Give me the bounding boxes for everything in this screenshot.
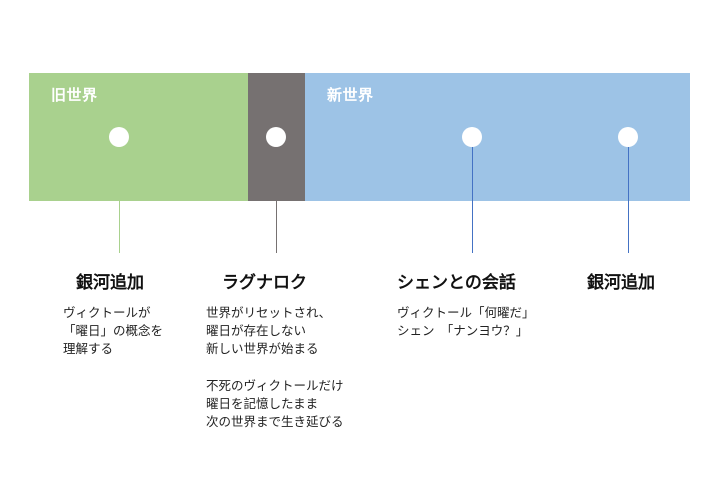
event-description-shen-conversation: ヴィクトール「何曜だ」 シェン 「ナンヨウ？」 bbox=[397, 304, 535, 340]
event-marker-shen-conversation bbox=[462, 127, 482, 147]
desc-line: ヴィクトール「何曜だ」 bbox=[397, 305, 535, 320]
connector-line-shen-conversation bbox=[472, 147, 473, 253]
desc-line: 不死のヴィクトールだけ bbox=[206, 378, 344, 393]
desc-line: 曜日が存在しない bbox=[206, 323, 307, 338]
desc-line: 新しい世界が始まる bbox=[206, 341, 319, 356]
desc-line: 「曜日」の概念を bbox=[63, 323, 164, 338]
connector-line-ragnarok bbox=[276, 147, 277, 253]
event-title-galaxy-added-2: 銀河追加 bbox=[587, 273, 655, 293]
desc-line: 理解する bbox=[63, 341, 114, 356]
event-title-galaxy-added-1: 銀河追加 bbox=[76, 273, 144, 293]
event-marker-galaxy-added-1 bbox=[109, 127, 129, 147]
desc-line: 世界がリセットされ、 bbox=[206, 305, 332, 320]
connector-line-galaxy-added-2 bbox=[628, 147, 629, 253]
desc-line: 曜日を記憶したまま bbox=[206, 396, 319, 411]
desc-line: 次の世界まで生き延びる bbox=[206, 414, 344, 429]
old-world-band: 旧世界 bbox=[29, 73, 248, 201]
event-description-ragnarok-secondary: 不死のヴィクトールだけ 曜日を記憶したまま 次の世界まで生き延びる bbox=[206, 377, 344, 431]
event-description-galaxy-added-1: ヴィクトールが 「曜日」の概念を 理解する bbox=[63, 304, 163, 358]
desc-line: シェン 「ナンヨウ？」 bbox=[397, 323, 529, 338]
event-title-ragnarok: ラグナロク bbox=[222, 273, 307, 293]
new-world-label: 新世界 bbox=[327, 86, 374, 104]
desc-line: ヴィクトールが bbox=[63, 305, 151, 320]
old-world-label: 旧世界 bbox=[51, 86, 98, 104]
event-marker-ragnarok bbox=[266, 127, 286, 147]
event-title-shen-conversation: シェンとの会話 bbox=[397, 273, 516, 293]
connector-line-galaxy-added-1 bbox=[119, 147, 120, 253]
event-marker-galaxy-added-2 bbox=[618, 127, 638, 147]
event-description-ragnarok: 世界がリセットされ、 曜日が存在しない 新しい世界が始まる bbox=[206, 304, 331, 358]
